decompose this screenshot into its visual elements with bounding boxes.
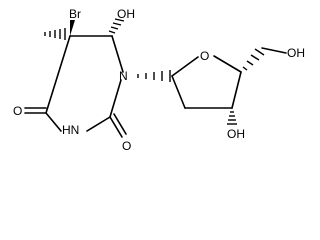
hash-c6-oh — [108, 18, 125, 34]
hash-c3prime-oh — [227, 111, 237, 125]
bond-o-c1prime — [171, 56, 199, 77]
chemical-structure: Br OH O HN N O O OH OH — [13, 7, 305, 153]
bond-c4-c5 — [45, 35, 71, 114]
atom-label-br: Br — [69, 7, 81, 21]
atom-label-oh-top: OH — [117, 7, 135, 21]
hash-c4prime-c5prime — [242, 48, 265, 71]
bond-n1-c2 — [109, 79, 122, 118]
molecule-drawing: Br OH O HN N O O OH OH — [13, 7, 305, 153]
atom-label-n: N — [119, 69, 128, 83]
atom-label-o-left: O — [13, 104, 22, 118]
atom-label-o-ring: O — [200, 49, 209, 63]
bond-c2-n3 — [86, 116, 111, 132]
atom-label-o-bottom: O — [122, 139, 131, 153]
bond-c3prime-c4prime — [231, 71, 242, 109]
atom-label-oh-right: OH — [287, 46, 305, 60]
wedge-c5-br — [70, 20, 75, 36]
bond-c4prime-o — [213, 55, 242, 73]
hash-n1-c1prime — [137, 70, 171, 82]
bond-c5prime-oh — [261, 47, 287, 54]
bond-c1prime-c2prime — [171, 75, 186, 109]
atom-label-hn: HN — [62, 123, 79, 137]
bond-c2-o-b — [113, 113, 127, 135]
hash-c5-methyl — [44, 28, 66, 40]
atom-label-oh-bottom: OH — [227, 127, 245, 141]
bond-n3-c4 — [45, 112, 62, 132]
bond-c6-n1 — [111, 35, 124, 73]
bond-c2-o-a — [109, 116, 123, 138]
